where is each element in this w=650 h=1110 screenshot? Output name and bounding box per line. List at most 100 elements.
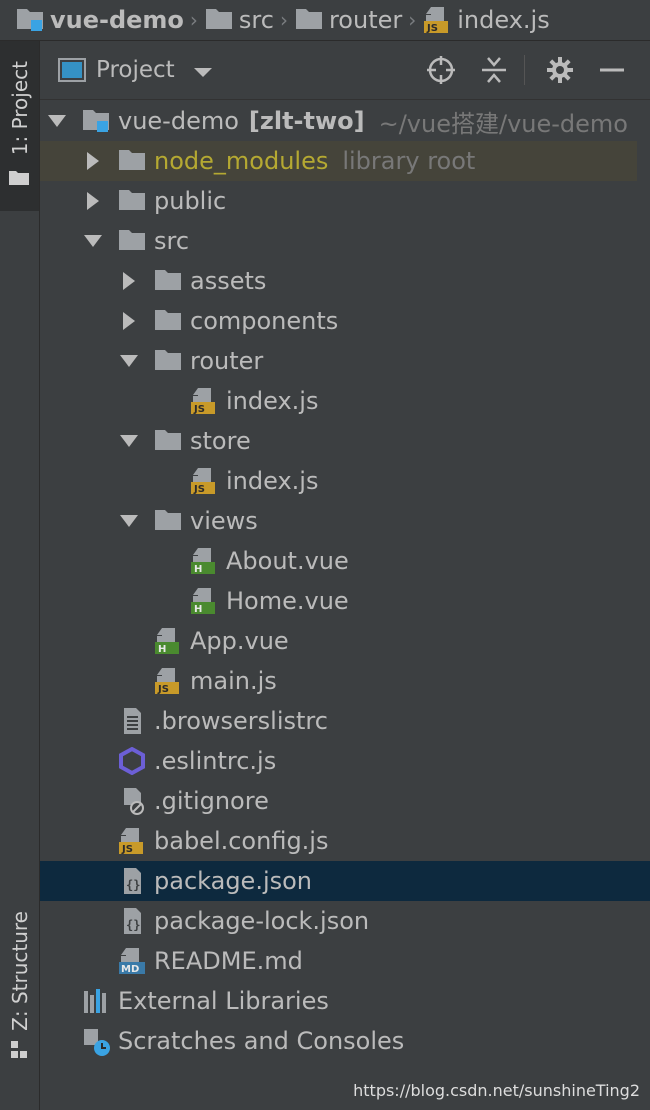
js-file-icon: JS [423,6,451,34]
structure-tool-tab[interactable]: Z: Structure [0,901,39,1071]
tree-node-label: Scratches and Consoles [118,1027,405,1055]
tree-node-main-js[interactable]: JS main.js [40,661,650,701]
folder-icon [154,347,182,375]
tree-node-components[interactable]: components [40,301,650,341]
tree-node-router[interactable]: router [40,341,650,381]
breadcrumb-label: router [328,6,403,34]
tree-node-eslintrc-js[interactable]: .eslintrc.js [40,741,650,781]
tree-node-scratches-and-consoles[interactable]: Scratches and Consoles [40,1021,650,1061]
collapse-all-icon[interactable] [479,55,509,85]
tree-node-label: About.vue [226,547,349,575]
svg-text:JS: JS [157,684,169,695]
tree-node-assets[interactable]: assets [40,261,650,301]
hide-icon[interactable] [597,55,627,85]
tree-node-label: .eslintrc.js [154,747,277,775]
tree-node-about-vue[interactable]: H About.vue [40,541,650,581]
breadcrumb-label: vue-demo [50,6,184,34]
project-tab-label: 1: Project [8,61,32,156]
tree-node-package-lock-json[interactable]: {}package-lock.json [40,901,650,941]
structure-icon [9,1041,29,1061]
tree-node-gitignore[interactable]: .gitignore [40,781,650,821]
tree-node-vue-demo[interactable]: vue-demo[zlt-two]~/vue搭建/vue-demo [40,101,650,141]
tree-node-public[interactable]: public [40,181,650,221]
tree-node-label: babel.config.js [154,827,329,855]
folder-icon [154,307,182,335]
project-panel-header: Project [40,41,650,100]
module-folder-icon [16,6,44,34]
tree-node-package-json[interactable]: {}package.json [40,861,650,901]
locate-icon[interactable] [426,55,456,85]
tree-node-external-libraries[interactable]: External Libraries [40,981,650,1021]
js-file-icon: JS [190,387,218,415]
tree-node-label: .browserslistrc [154,707,328,735]
text-file-icon [118,707,146,735]
svg-text:H: H [194,604,202,615]
tree-node-app-vue[interactable]: H App.vue [40,621,650,661]
chevron-down-icon[interactable] [46,110,68,132]
tree-node-label: App.vue [190,627,289,655]
project-view-selector[interactable]: Project [96,57,213,84]
tree-node-babel-config-js[interactable]: JS babel.config.js [40,821,650,861]
tree-node-label: vue-demo [118,107,239,135]
tree-node-label: public [154,187,227,215]
svg-text:H: H [194,564,202,575]
chevron-down-icon[interactable] [118,350,140,372]
chevron-down-icon[interactable] [118,510,140,532]
module-folder-icon [82,107,110,135]
chevron-right-icon[interactable] [118,270,140,292]
tree-node-label: views [190,507,258,535]
eslint-icon [118,746,146,776]
svg-text:JS: JS [426,23,438,34]
breadcrumb-label: index.js [457,6,550,34]
scratches-icon [82,1027,110,1056]
tree-node-label: store [190,427,251,455]
svg-text:H: H [158,644,166,655]
watermark: https://blog.csdn.net/sunshineTing2 [353,1081,640,1100]
breadcrumb-item-index-js[interactable]: JS index.js [423,6,550,34]
tree-node-label: External Libraries [118,987,329,1015]
chevron-down-icon[interactable] [118,430,140,452]
tree-node-browserslistrc[interactable]: .browserslistrc [40,701,650,741]
tree-node-label: main.js [190,667,277,695]
tree-node-index-js[interactable]: JS index.js [40,381,650,421]
breadcrumb-separator-icon: › [408,8,417,32]
structure-tab-label: Z: Structure [8,911,32,1031]
vue-file-icon: H [154,627,182,655]
chevron-right-icon[interactable] [118,310,140,332]
svg-text:{}: {} [126,918,140,932]
svg-text:JS: JS [121,844,133,855]
svg-text:JS: JS [193,484,205,495]
chevron-down-icon[interactable] [82,230,104,252]
tree-node-label: router [190,347,264,375]
tree-node-views[interactable]: views [40,501,650,541]
tree-scrollbar[interactable] [636,100,650,1110]
toolbar-divider [524,55,525,85]
folder-icon [205,6,233,34]
tree-node-store[interactable]: store [40,421,650,461]
tree-node-label: index.js [226,387,319,415]
ignore-file-icon [118,787,146,815]
breadcrumb-label: src [238,6,274,34]
folder-icon [118,227,146,255]
breadcrumb-item-router[interactable]: router [295,6,402,34]
tree-node-src[interactable]: src [40,221,650,261]
breadcrumb-separator-icon: › [279,8,288,32]
chevron-down-icon [194,58,213,84]
folder-icon [118,187,146,215]
breadcrumb-item-vue-demo[interactable]: vue-demo [16,6,184,34]
tree-node-label: README.md [154,947,303,975]
json-file-icon: {} [118,907,146,935]
left-tool-stripe: 1: Project Z: Structure [0,41,40,1110]
chevron-right-icon[interactable] [82,150,104,172]
tree-node-module-tag: [zlt-two] [248,107,365,135]
settings-icon[interactable] [545,55,575,85]
breadcrumb-item-src[interactable]: src [205,6,274,34]
js-file-icon: JS [154,667,182,695]
project-tool-tab[interactable]: 1: Project [0,41,39,211]
chevron-right-icon[interactable] [82,190,104,212]
